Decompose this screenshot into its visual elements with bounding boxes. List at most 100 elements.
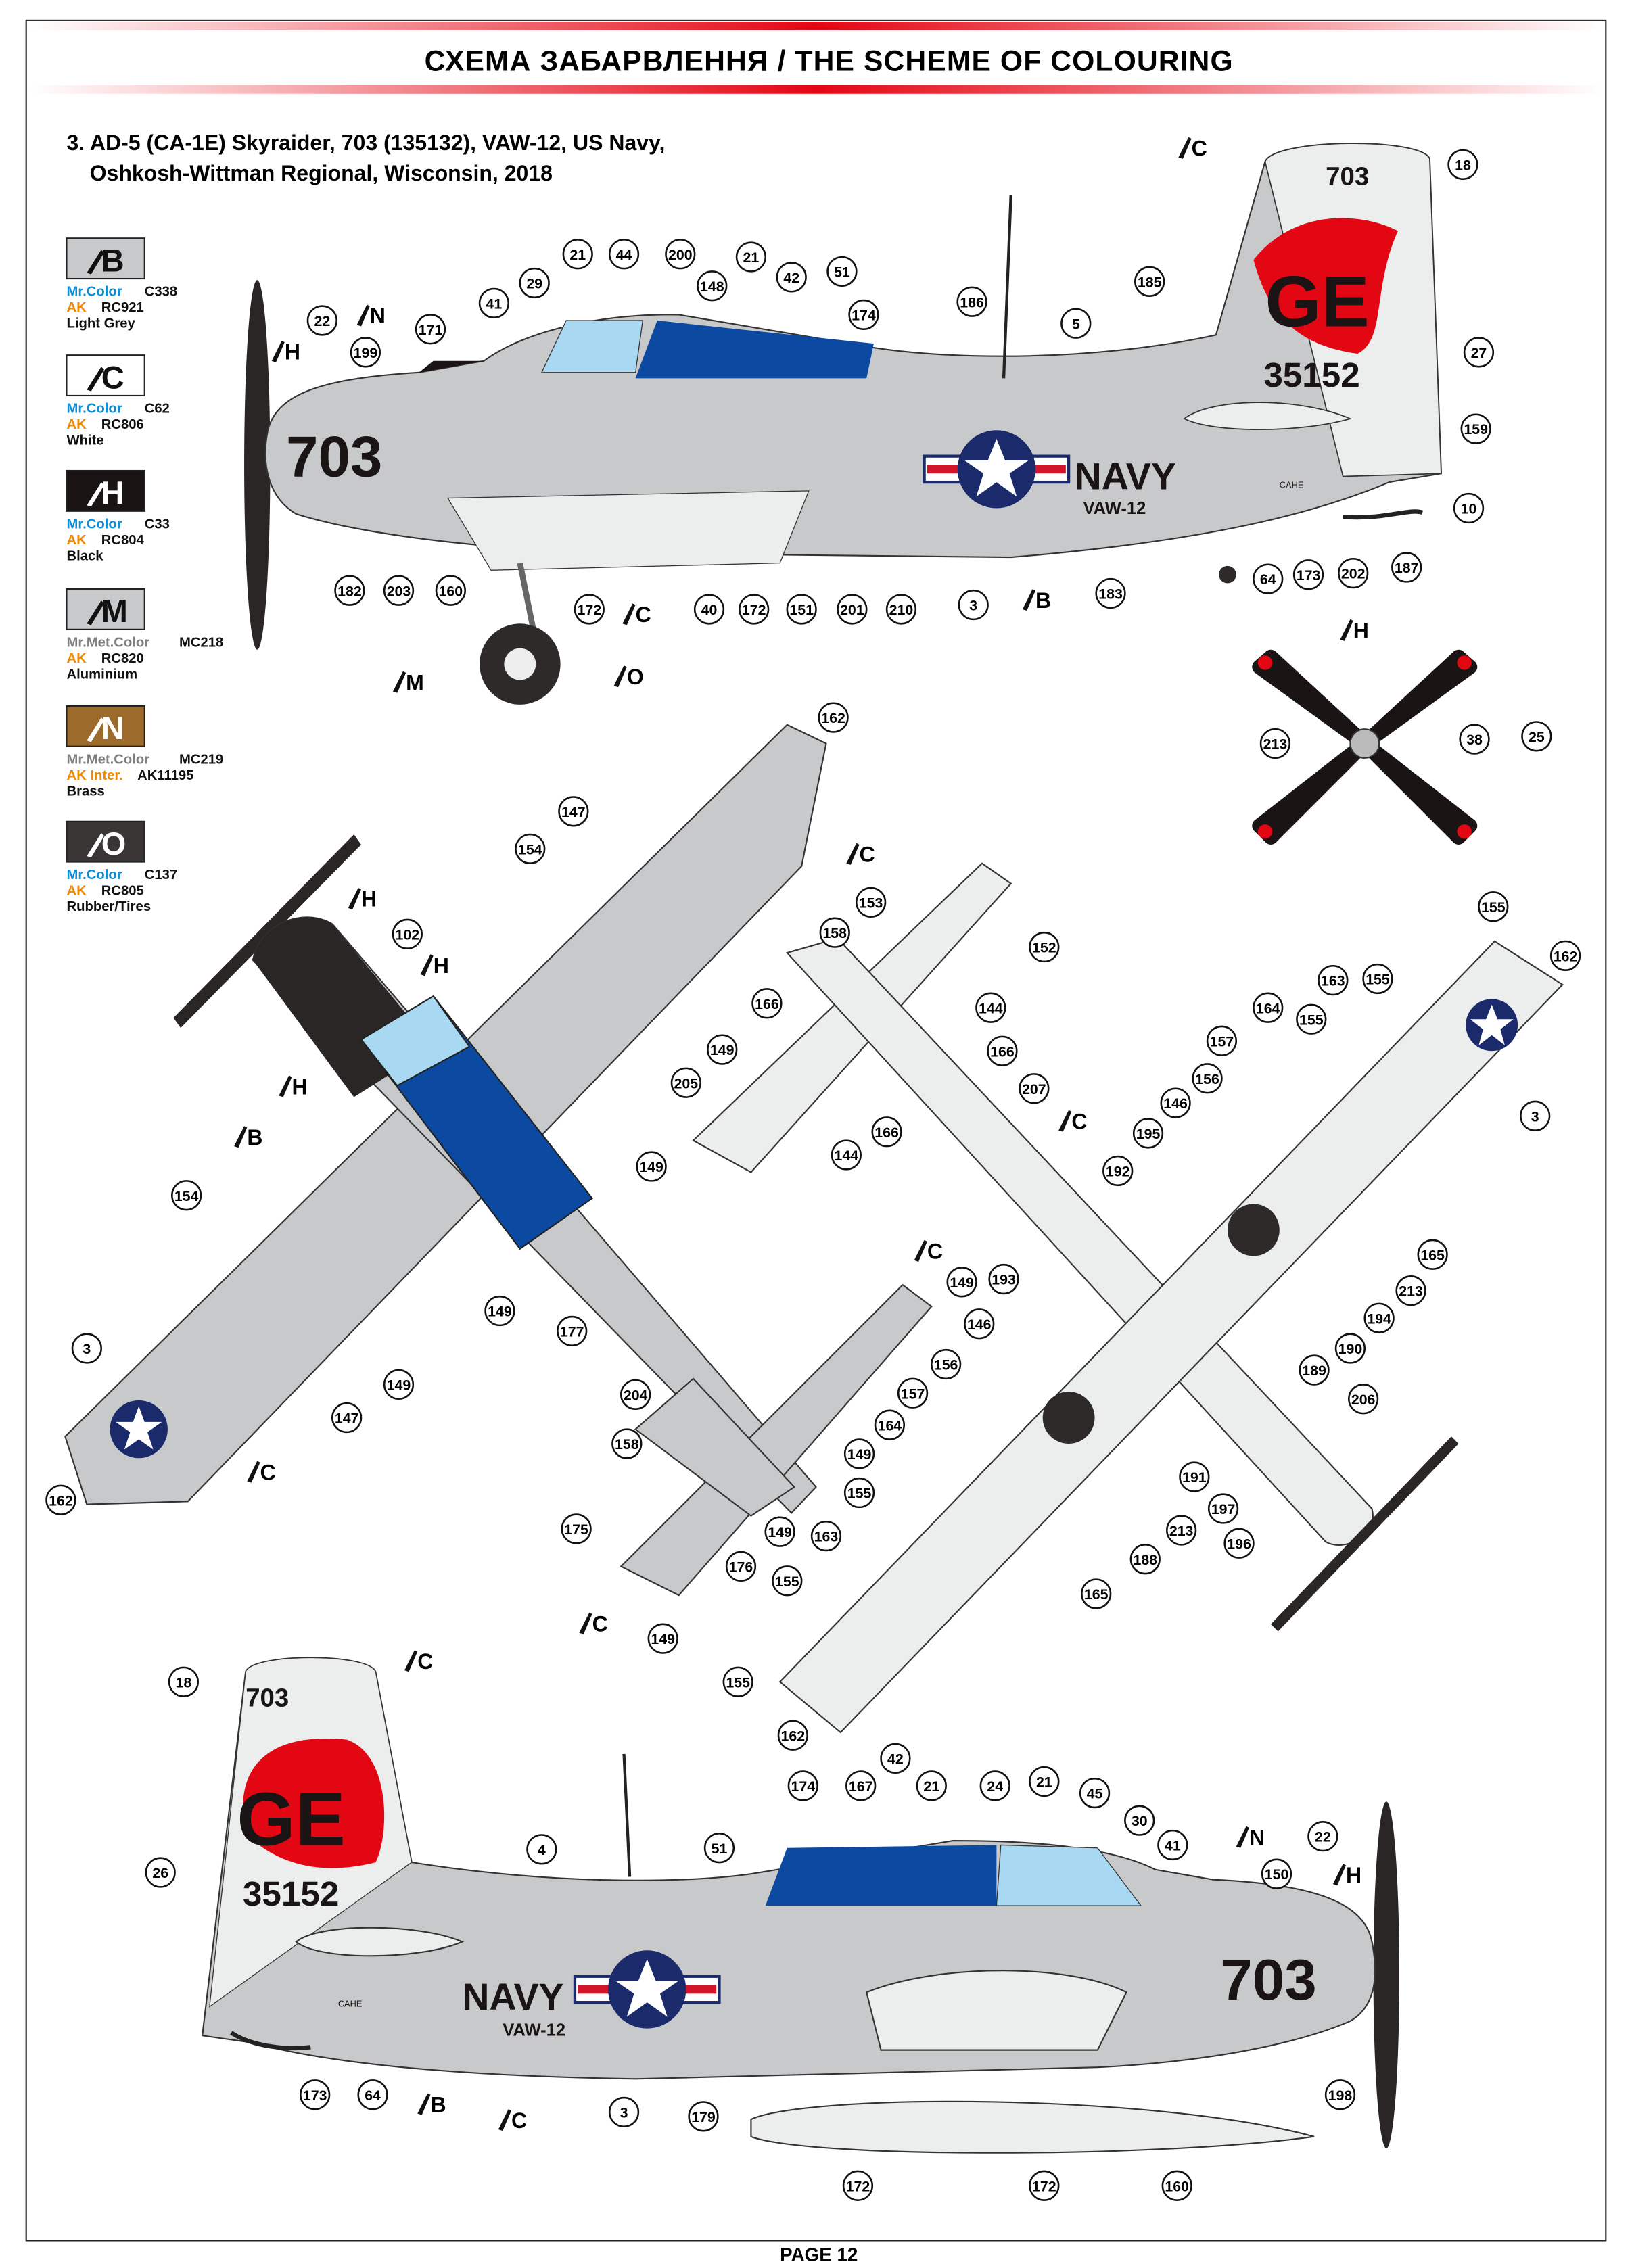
callout-side-bottom: 3: [608, 2096, 640, 2128]
callout-bottom-view: 146: [964, 1308, 995, 1340]
callout-number: 4: [538, 1842, 546, 1858]
callout-number: 18: [1455, 157, 1471, 173]
callout-bottom-view: 155: [772, 1565, 803, 1597]
paint-letter: C: [101, 359, 124, 395]
callout-side-top: 186: [956, 286, 987, 317]
callout-bottom-view: 166: [987, 1035, 1018, 1066]
callout-number: 30: [1132, 1813, 1148, 1829]
callout-side-top: 3: [958, 589, 989, 621]
callout-bottom-view: 166: [751, 988, 783, 1019]
callout-side-top: 183: [1095, 577, 1126, 609]
modex-nose: 703: [286, 425, 382, 490]
callout-number: 64: [365, 2087, 381, 2104]
brand-code: MC219: [179, 752, 223, 767]
brush-icon: [1178, 137, 1192, 159]
brush-icon: [1022, 589, 1036, 611]
paint-name: Aluminium: [66, 667, 137, 682]
brush-icon: [613, 665, 627, 688]
callout-bottom-view: 193: [988, 1263, 1019, 1295]
callout-number: 22: [1315, 1829, 1331, 1845]
callout-side-bottom: 160: [1161, 2170, 1192, 2201]
callout-side-bottom: 26: [145, 1857, 176, 1888]
callout-number: 155: [847, 1486, 872, 1502]
callout-bottom-view: 156: [931, 1348, 962, 1380]
paint-letter: B: [430, 2092, 446, 2117]
ak-code: AK11195: [137, 768, 193, 783]
callout-number: 45: [1087, 1786, 1103, 1802]
callout-number: 177: [560, 1323, 584, 1340]
paint-letter: O: [627, 665, 644, 689]
callout-number: 150: [1265, 1866, 1289, 1883]
callout-side-top: 171: [415, 314, 446, 345]
callout-number: 153: [859, 895, 883, 911]
callout-bottom-view: 166: [871, 1116, 902, 1148]
brush-icon: [87, 482, 104, 507]
callout-side-top: 172: [739, 594, 770, 625]
callout-number: 193: [992, 1272, 1016, 1288]
ak-brand: AK: [66, 884, 87, 899]
paint-letter: B: [101, 242, 124, 278]
propeller: [244, 280, 271, 650]
callout-number: 173: [1297, 567, 1321, 584]
callout-side-bottom: 21: [1029, 1766, 1060, 1797]
callout-number: 164: [1256, 1000, 1280, 1016]
callout-number: 213: [1169, 1523, 1194, 1539]
callout-number: 25: [1529, 729, 1545, 745]
callout-number: 149: [488, 1304, 512, 1320]
callout-top-view: 149: [484, 1295, 515, 1327]
callout-number: 187: [1395, 560, 1419, 576]
propeller-detail: [1252, 649, 1478, 845]
navy-marking: NAVY: [1075, 456, 1176, 498]
callout-bottom-view: 164: [874, 1409, 906, 1440]
callout-number: 149: [847, 1446, 872, 1463]
callout-bottom-view: 149: [647, 1623, 678, 1654]
callout-side-bottom: 167: [845, 1770, 877, 1801]
callout-side-top: 41: [478, 287, 510, 318]
callout-side-bottom: 174: [787, 1770, 818, 1801]
callout-side-bottom: 172: [1029, 2170, 1060, 2201]
callout-number: 3: [1531, 1108, 1539, 1125]
color-swatch: [66, 705, 145, 747]
callout-number: 163: [814, 1529, 839, 1545]
tail-code: GE: [1265, 260, 1369, 341]
brand-name: Mr.Color: [66, 285, 122, 300]
callout-side-top: 200: [665, 239, 696, 270]
callout-bottom-view: 196: [1223, 1528, 1255, 1559]
callout-number: 147: [335, 1411, 359, 1427]
callout-number: 41: [1165, 1838, 1181, 1854]
callout-number: 174: [791, 1778, 815, 1795]
callout-top-view: 205: [670, 1067, 701, 1098]
callout-top-view: 147: [558, 796, 589, 827]
page-title: СХЕМА ЗАБАРВЛЕННЯ / THE SCHEME OF COLOUR…: [425, 45, 1234, 78]
callout-number: 185: [1138, 274, 1162, 290]
roundel-starboard: [573, 1950, 721, 2029]
callout-side-top: 29: [519, 267, 550, 299]
brush-icon: [914, 1239, 927, 1262]
callout-side-top: 18: [1447, 149, 1478, 181]
ak-brand: AK: [66, 651, 87, 666]
canopy-frame: [635, 320, 874, 379]
squadron-marking-starboard: VAW-12: [503, 2021, 565, 2039]
brush-icon: [348, 887, 361, 910]
brand-name: Mr.Color: [66, 868, 122, 882]
callout-side-bottom: 24: [979, 1770, 1010, 1801]
callout-side-bottom: 22: [1307, 1821, 1338, 1852]
callout-side-top: 174: [848, 299, 879, 331]
callout-number: 149: [651, 1631, 675, 1647]
callout-top-view: 102: [392, 918, 423, 949]
callout-number: 164: [878, 1417, 902, 1434]
brand-code: C338: [145, 285, 177, 300]
header-bar-top: [28, 22, 1604, 30]
tailhook: [1343, 509, 1424, 520]
callout-side-bottom: 198: [1324, 2079, 1356, 2110]
callout-bottom-view: 162: [777, 1720, 808, 1751]
callout-number: 38: [1466, 732, 1483, 748]
callout-bottom-view: 144: [831, 1139, 862, 1171]
paint-callout: H: [1340, 619, 1369, 643]
callout-bottom-view: 155: [843, 1477, 875, 1509]
brand-code: C137: [145, 868, 177, 882]
callout-number: 3: [83, 1341, 91, 1357]
ak-code: RC806: [101, 417, 144, 432]
wheel-lower-right: [1227, 1204, 1280, 1256]
brush-icon: [87, 250, 104, 275]
